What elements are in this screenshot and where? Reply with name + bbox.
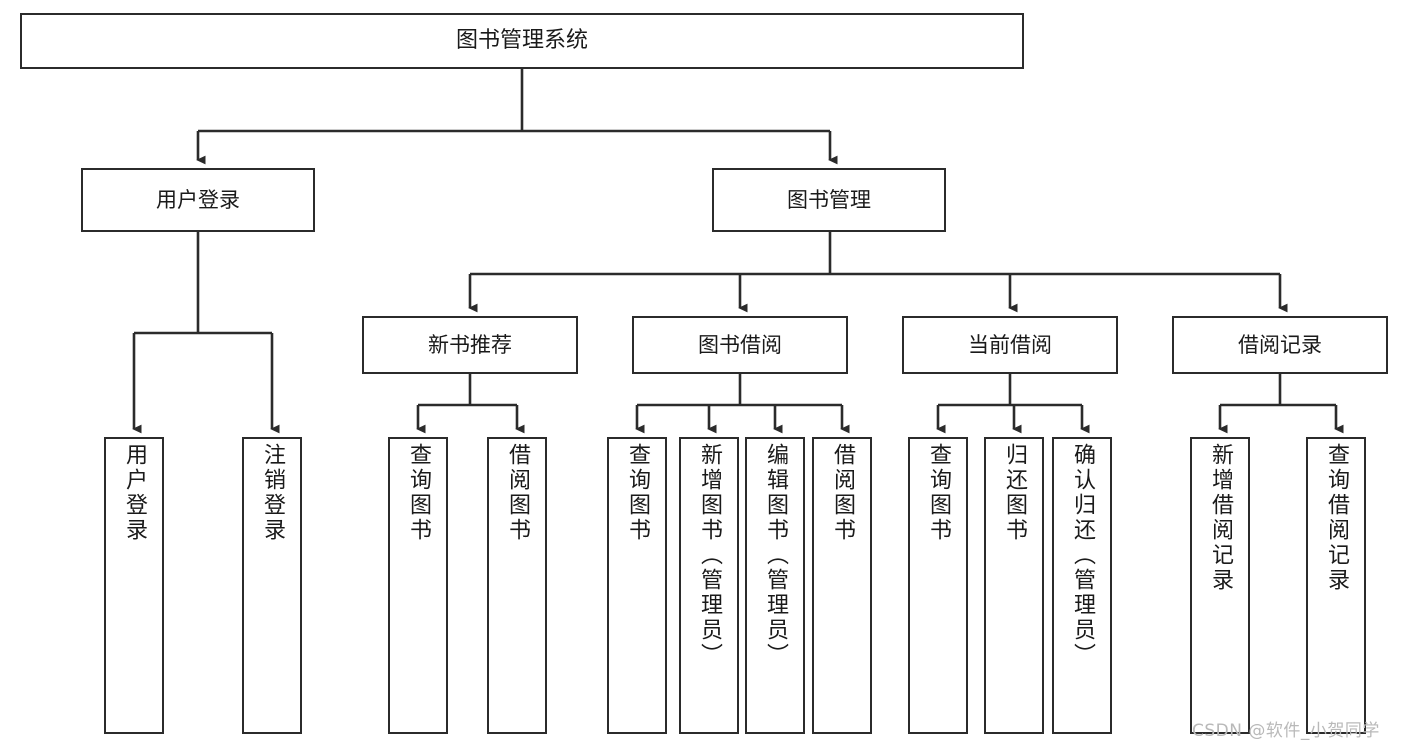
- node-leaf-return-book[interactable]: 归还图书: [984, 437, 1044, 734]
- node-label: 图书借阅: [698, 332, 782, 357]
- node-label: 查询图书: [406, 443, 431, 543]
- node-label: 用户登录: [156, 187, 240, 212]
- node-current-borrow[interactable]: 当前借阅: [902, 316, 1118, 374]
- node-label: 用户登录: [122, 443, 147, 543]
- node-root[interactable]: 图书管理系统: [20, 13, 1024, 69]
- node-leaf-edit-book[interactable]: 编辑图书（管理员）: [745, 437, 805, 734]
- node-borrow-record[interactable]: 借阅记录: [1172, 316, 1388, 374]
- edge-borrow-record-to-leaves: [1218, 374, 1344, 434]
- edge-user-login-to-leaves: [132, 232, 280, 434]
- node-label: 确认归还（管理员）: [1070, 443, 1095, 668]
- node-label: 借阅图书: [830, 443, 855, 543]
- node-label: 归还图书: [1002, 443, 1027, 543]
- node-label: 借阅图书: [505, 443, 530, 543]
- node-user-login[interactable]: 用户登录: [81, 168, 315, 232]
- node-leaf-add-book[interactable]: 新增图书（管理员）: [679, 437, 739, 734]
- node-label: 编辑图书（管理员）: [763, 443, 788, 668]
- node-leaf-borrow-book-2[interactable]: 借阅图书: [812, 437, 872, 734]
- node-label: 图书管理: [787, 187, 871, 212]
- edge-book-manage-to-level3: [468, 232, 1288, 313]
- edge-current-borrow-to-leaves: [936, 374, 1090, 434]
- node-new-book-rec[interactable]: 新书推荐: [362, 316, 578, 374]
- node-leaf-query-book-3[interactable]: 查询图书: [908, 437, 968, 734]
- node-label: 当前借阅: [968, 332, 1052, 357]
- edge-book-borrow-to-leaves: [635, 374, 850, 434]
- node-leaf-confirm-return[interactable]: 确认归还（管理员）: [1052, 437, 1112, 734]
- node-leaf-query-book-2[interactable]: 查询图书: [607, 437, 667, 734]
- node-book-manage[interactable]: 图书管理: [712, 168, 946, 232]
- node-label: 新增图书（管理员）: [697, 443, 722, 668]
- node-label: 新书推荐: [428, 332, 512, 357]
- node-label: 新增借阅记录: [1208, 443, 1233, 593]
- node-label: 注销登录: [260, 443, 285, 543]
- node-leaf-logout[interactable]: 注销登录: [242, 437, 302, 734]
- node-label: 查询图书: [625, 443, 650, 543]
- node-label: 查询借阅记录: [1324, 443, 1349, 593]
- node-label: 查询图书: [926, 443, 951, 543]
- node-leaf-add-record[interactable]: 新增借阅记录: [1190, 437, 1250, 734]
- edge-new-book-rec-to-leaves: [416, 374, 525, 434]
- node-label: 借阅记录: [1238, 332, 1322, 357]
- node-leaf-query-book-1[interactable]: 查询图书: [388, 437, 448, 734]
- node-book-borrow[interactable]: 图书借阅: [632, 316, 848, 374]
- node-label: 图书管理系统: [455, 28, 588, 54]
- edge-root-to-level2: [196, 69, 838, 165]
- node-leaf-user-login[interactable]: 用户登录: [104, 437, 164, 734]
- csdn-watermark: CSDN @软件_小贺同学: [1192, 721, 1380, 741]
- node-leaf-borrow-book-1[interactable]: 借阅图书: [487, 437, 547, 734]
- node-leaf-query-record[interactable]: 查询借阅记录: [1306, 437, 1366, 734]
